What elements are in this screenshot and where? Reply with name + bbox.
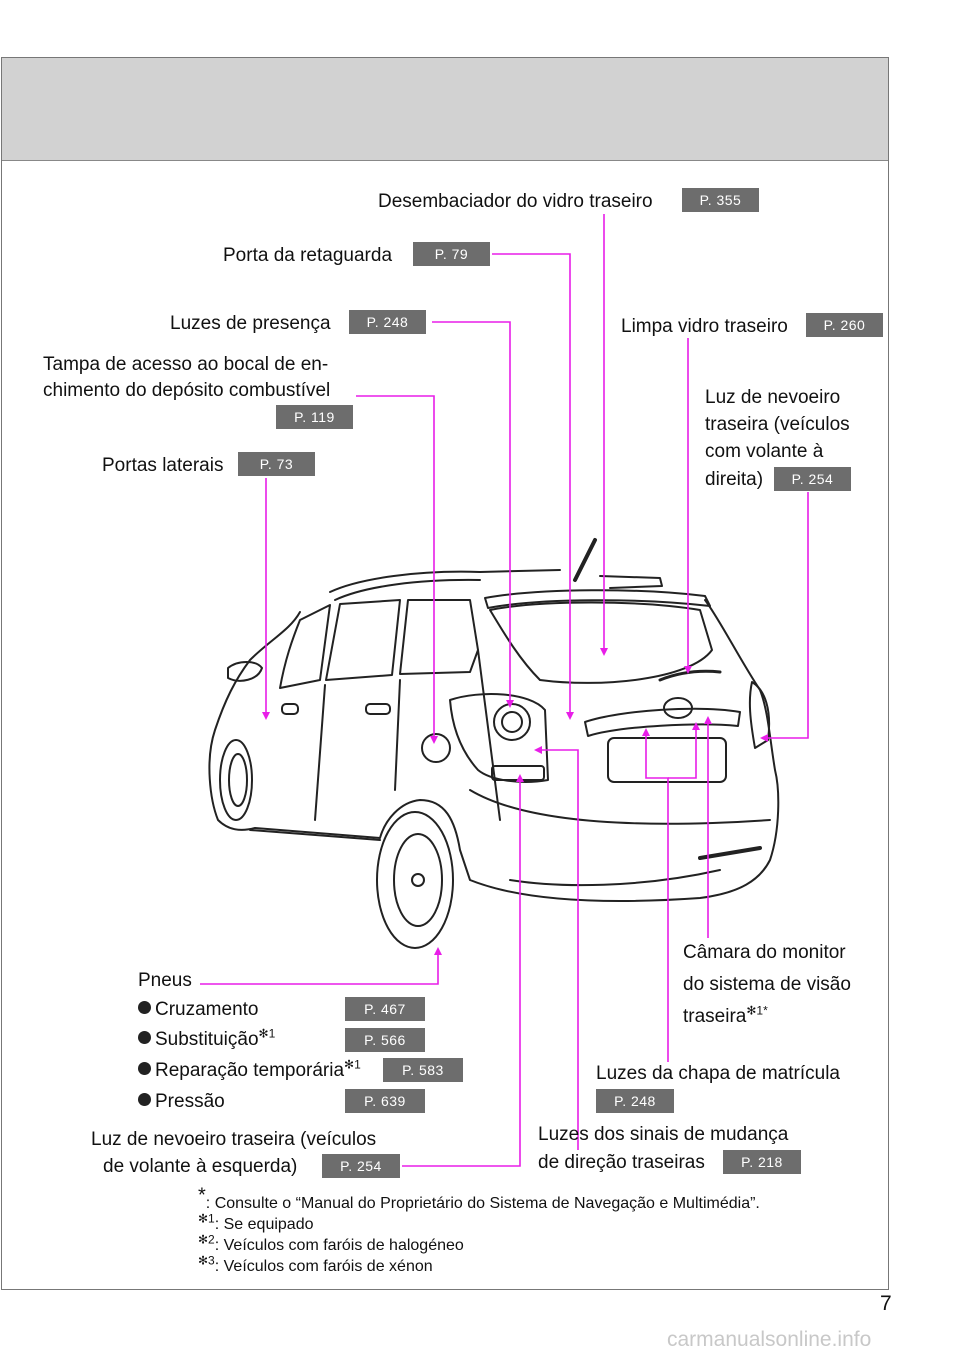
camara-label-line1: Câmara do monitor xyxy=(683,942,846,963)
pneus-item-cruzamento: Cruzamento xyxy=(138,999,259,1021)
footnote-text: : Veículos com faróis de xénon xyxy=(214,1258,433,1275)
header-band xyxy=(2,58,888,161)
desembaciador-ref-badge[interactable]: P. 355 xyxy=(682,188,759,212)
footnote-mark: ✻2 xyxy=(198,1232,215,1247)
footnote-3: ✻3: Veículos com faróis de xénon xyxy=(198,1253,760,1277)
portas-laterais-ref-badge[interactable]: P. 73 xyxy=(238,452,315,476)
tampa-combustivel-label-line1: Tampa de acesso ao bocal de en- xyxy=(43,354,329,375)
footnote-mark: ✻1* xyxy=(746,1003,768,1018)
sinais-mudanca-label-line1: Luzes dos sinais de mudança xyxy=(538,1124,789,1145)
footnote-1: ✻1: Se equipado xyxy=(198,1211,760,1235)
pneus-reparacao-ref-badge[interactable]: P. 583 xyxy=(383,1058,463,1082)
footnote-mark: ✻1 xyxy=(258,1026,276,1041)
page-number: 7 xyxy=(880,1292,892,1315)
footnotes: *: Consulte o “Manual do Proprietário do… xyxy=(198,1186,760,1277)
pneus-item-label: Pressão xyxy=(155,1091,225,1112)
sinais-mudanca-ref-badge[interactable]: P. 218 xyxy=(723,1150,801,1174)
bullet-icon xyxy=(138,1001,151,1014)
pneus-item-label: Cruzamento xyxy=(155,999,259,1020)
nevoeiro-direita-label-line4: direita) xyxy=(705,469,764,490)
footnote-mark: ✻1 xyxy=(198,1211,215,1226)
pneus-substituicao-ref-badge[interactable]: P. 566 xyxy=(345,1028,425,1052)
luzes-presenca-label: Luzes de presença xyxy=(170,313,331,334)
camara-label-line3: traseira✻1* xyxy=(683,1003,768,1028)
nevoeiro-direita-ref-badge[interactable]: P. 254 xyxy=(774,467,851,491)
portas-laterais-label: Portas laterais xyxy=(102,455,224,476)
camara-label-line2: do sistema de visão xyxy=(683,974,851,995)
footnote-mark: * xyxy=(198,1184,206,1207)
chapa-matricula-label: Luzes da chapa de matrícula xyxy=(596,1063,840,1084)
footnote-mark: ✻1 xyxy=(344,1057,361,1072)
luzes-presenca-ref-badge[interactable]: P. 248 xyxy=(349,310,426,334)
footnote-0: *: Consulte o “Manual do Proprietário do… xyxy=(198,1186,760,1214)
bullet-icon xyxy=(138,1093,151,1106)
leader-arrows xyxy=(262,648,768,955)
nevoeiro-direita-label-line1: Luz de nevoeiro xyxy=(705,387,841,408)
sinais-mudanca-label-line2: de direção traseiras xyxy=(538,1152,705,1173)
porta-retaguarda-ref-badge[interactable]: P. 79 xyxy=(413,242,490,266)
leader-lines xyxy=(200,214,809,1167)
pneus-item-label: Substituição xyxy=(155,1029,259,1050)
watermark: carmanualsonline.info xyxy=(667,1328,872,1351)
tampa-combustivel-ref-badge[interactable]: P. 119 xyxy=(276,405,353,429)
limpa-vidro-label: Limpa vidro traseiro xyxy=(621,316,788,337)
camara-label-text: traseira xyxy=(683,1006,747,1027)
footnote-text: : Consulte o “Manual do Proprietário do … xyxy=(205,1195,760,1212)
footnote-text: : Veículos com faróis de halogéneo xyxy=(214,1237,464,1254)
nevoeiro-esquerda-label-line2: de volante à esquerda) xyxy=(103,1156,298,1177)
pneus-item-substituicao: Substituição✻1 xyxy=(138,1026,276,1051)
nevoeiro-esquerda-ref-badge[interactable]: P. 254 xyxy=(322,1154,400,1178)
nevoeiro-direita-label-line2: traseira (veículos xyxy=(705,414,850,435)
footnote-text: : Se equipado xyxy=(214,1216,314,1233)
footnote-mark: ✻3 xyxy=(198,1253,215,1268)
limpa-vidro-ref-badge[interactable]: P. 260 xyxy=(806,313,883,337)
footnote-2: ✻2: Veículos com faróis de halogéneo xyxy=(198,1232,760,1256)
porta-retaguarda-label: Porta da retaguarda xyxy=(223,245,393,266)
bullet-icon xyxy=(138,1031,151,1044)
nevoeiro-esquerda-label-line1: Luz de nevoeiro traseira (veículos xyxy=(91,1129,377,1150)
nevoeiro-direita-label-line3: com volante à xyxy=(705,441,824,462)
car-drawing xyxy=(208,538,780,949)
bullet-icon xyxy=(138,1062,151,1075)
pneus-title: Pneus xyxy=(138,970,192,991)
desembaciador-label: Desembaciador do vidro traseiro xyxy=(378,191,653,212)
pneus-item-label: Reparação temporária xyxy=(155,1060,345,1081)
pneus-cruzamento-ref-badge[interactable]: P. 467 xyxy=(345,997,425,1021)
chapa-matricula-ref-badge[interactable]: P. 248 xyxy=(596,1089,674,1113)
page-frame xyxy=(1,57,889,1290)
pneus-item-pressao: Pressão xyxy=(138,1091,225,1113)
pneus-pressao-ref-badge[interactable]: P. 639 xyxy=(345,1089,425,1113)
pneus-item-reparacao: Reparação temporária✻1 xyxy=(138,1057,361,1082)
tampa-combustivel-label-line2: chimento do depósito combustível xyxy=(43,380,331,401)
